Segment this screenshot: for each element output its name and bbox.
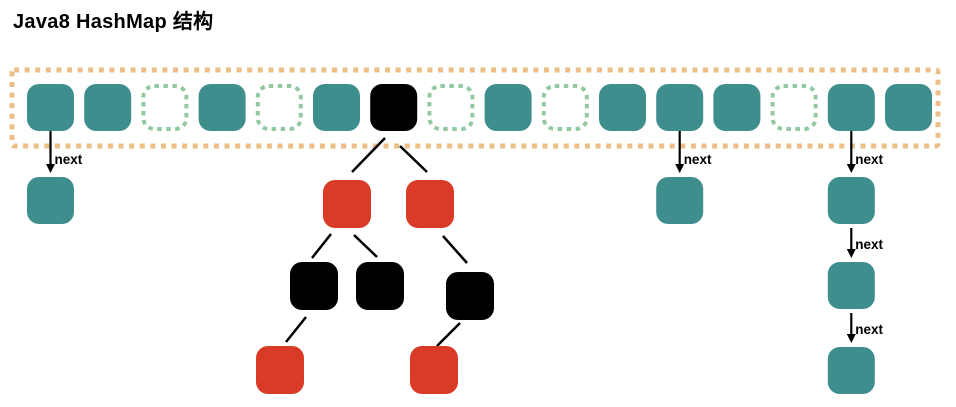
tree-node-black-b1	[290, 262, 338, 310]
bucket-filled-12	[713, 84, 761, 131]
tree-node-red-r3	[256, 346, 304, 394]
next-label: next	[855, 322, 883, 337]
diagram-title: Java8 HashMap 结构	[13, 11, 214, 33]
bucket-filled-5	[313, 84, 360, 131]
tree-edge-r2-b3	[442, 235, 468, 264]
bucket-empty-9	[541, 84, 589, 131]
tree-edge-r1-b2	[353, 234, 378, 258]
tree-node-red-r2	[406, 180, 454, 228]
tree-node-black-b2	[356, 262, 404, 310]
list-node	[827, 262, 875, 309]
list-node	[656, 177, 704, 224]
next-arrow-head	[675, 164, 685, 173]
list-node	[827, 347, 875, 394]
next-arrow-head	[846, 334, 856, 343]
bucket-empty-13	[770, 84, 818, 131]
next-label: next	[855, 237, 883, 252]
tree-edge-bucket-r1	[351, 137, 386, 173]
bucket-filled-14	[827, 84, 875, 131]
bucket-empty-2	[141, 84, 189, 131]
tree-edge-b1-r3	[285, 316, 307, 343]
tree-node-red-r4	[410, 346, 458, 394]
bucket-empty-4	[255, 84, 303, 131]
next-arrow-head	[46, 164, 55, 173]
list-node	[827, 177, 875, 224]
bucket-filled-0	[27, 84, 74, 131]
next-label: next	[684, 152, 712, 167]
tree-edge-bucket-r2	[399, 145, 428, 173]
next-label: next	[855, 152, 883, 167]
next-arrow-head	[846, 249, 856, 258]
array-border	[9, 67, 941, 149]
bucket-filled-3	[198, 84, 246, 131]
list-node	[27, 177, 74, 224]
bucket-filled-11	[656, 84, 704, 131]
bucket-filled-10	[599, 84, 646, 131]
bucket-filled-8	[484, 84, 532, 131]
bucket-filled-15	[885, 84, 932, 131]
tree-edge-r1-b1	[311, 233, 332, 259]
next-arrow-head	[846, 164, 856, 173]
tree-node-red-r1	[323, 180, 371, 228]
bucket-treeified-6	[370, 84, 418, 131]
tree-edge-b3-r4	[436, 322, 461, 347]
next-label: next	[55, 152, 83, 167]
tree-node-black-b3	[446, 272, 494, 320]
bucket-filled-1	[84, 84, 132, 131]
bucket-empty-7	[427, 84, 475, 131]
